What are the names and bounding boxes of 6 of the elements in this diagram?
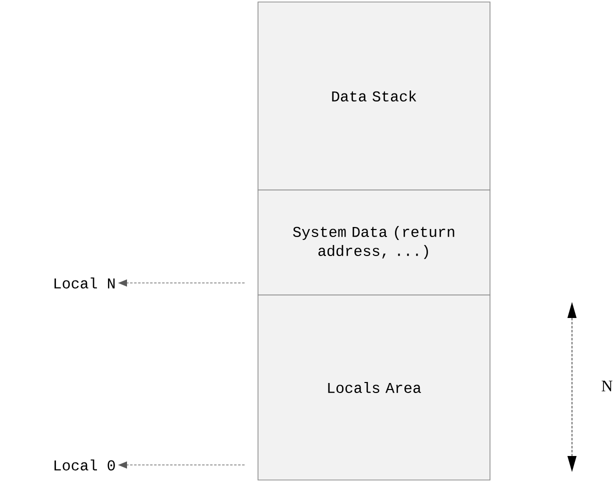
stack-box: Data Stack [258, 2, 490, 190]
stack-box: System Data (return address, ...) [258, 190, 490, 296]
stack-box: Locals Area [258, 294, 490, 480]
text-label: Local 0 [54, 459, 115, 470]
dimension-label: N [602, 380, 612, 392]
text-label: Local N [54, 277, 115, 288]
